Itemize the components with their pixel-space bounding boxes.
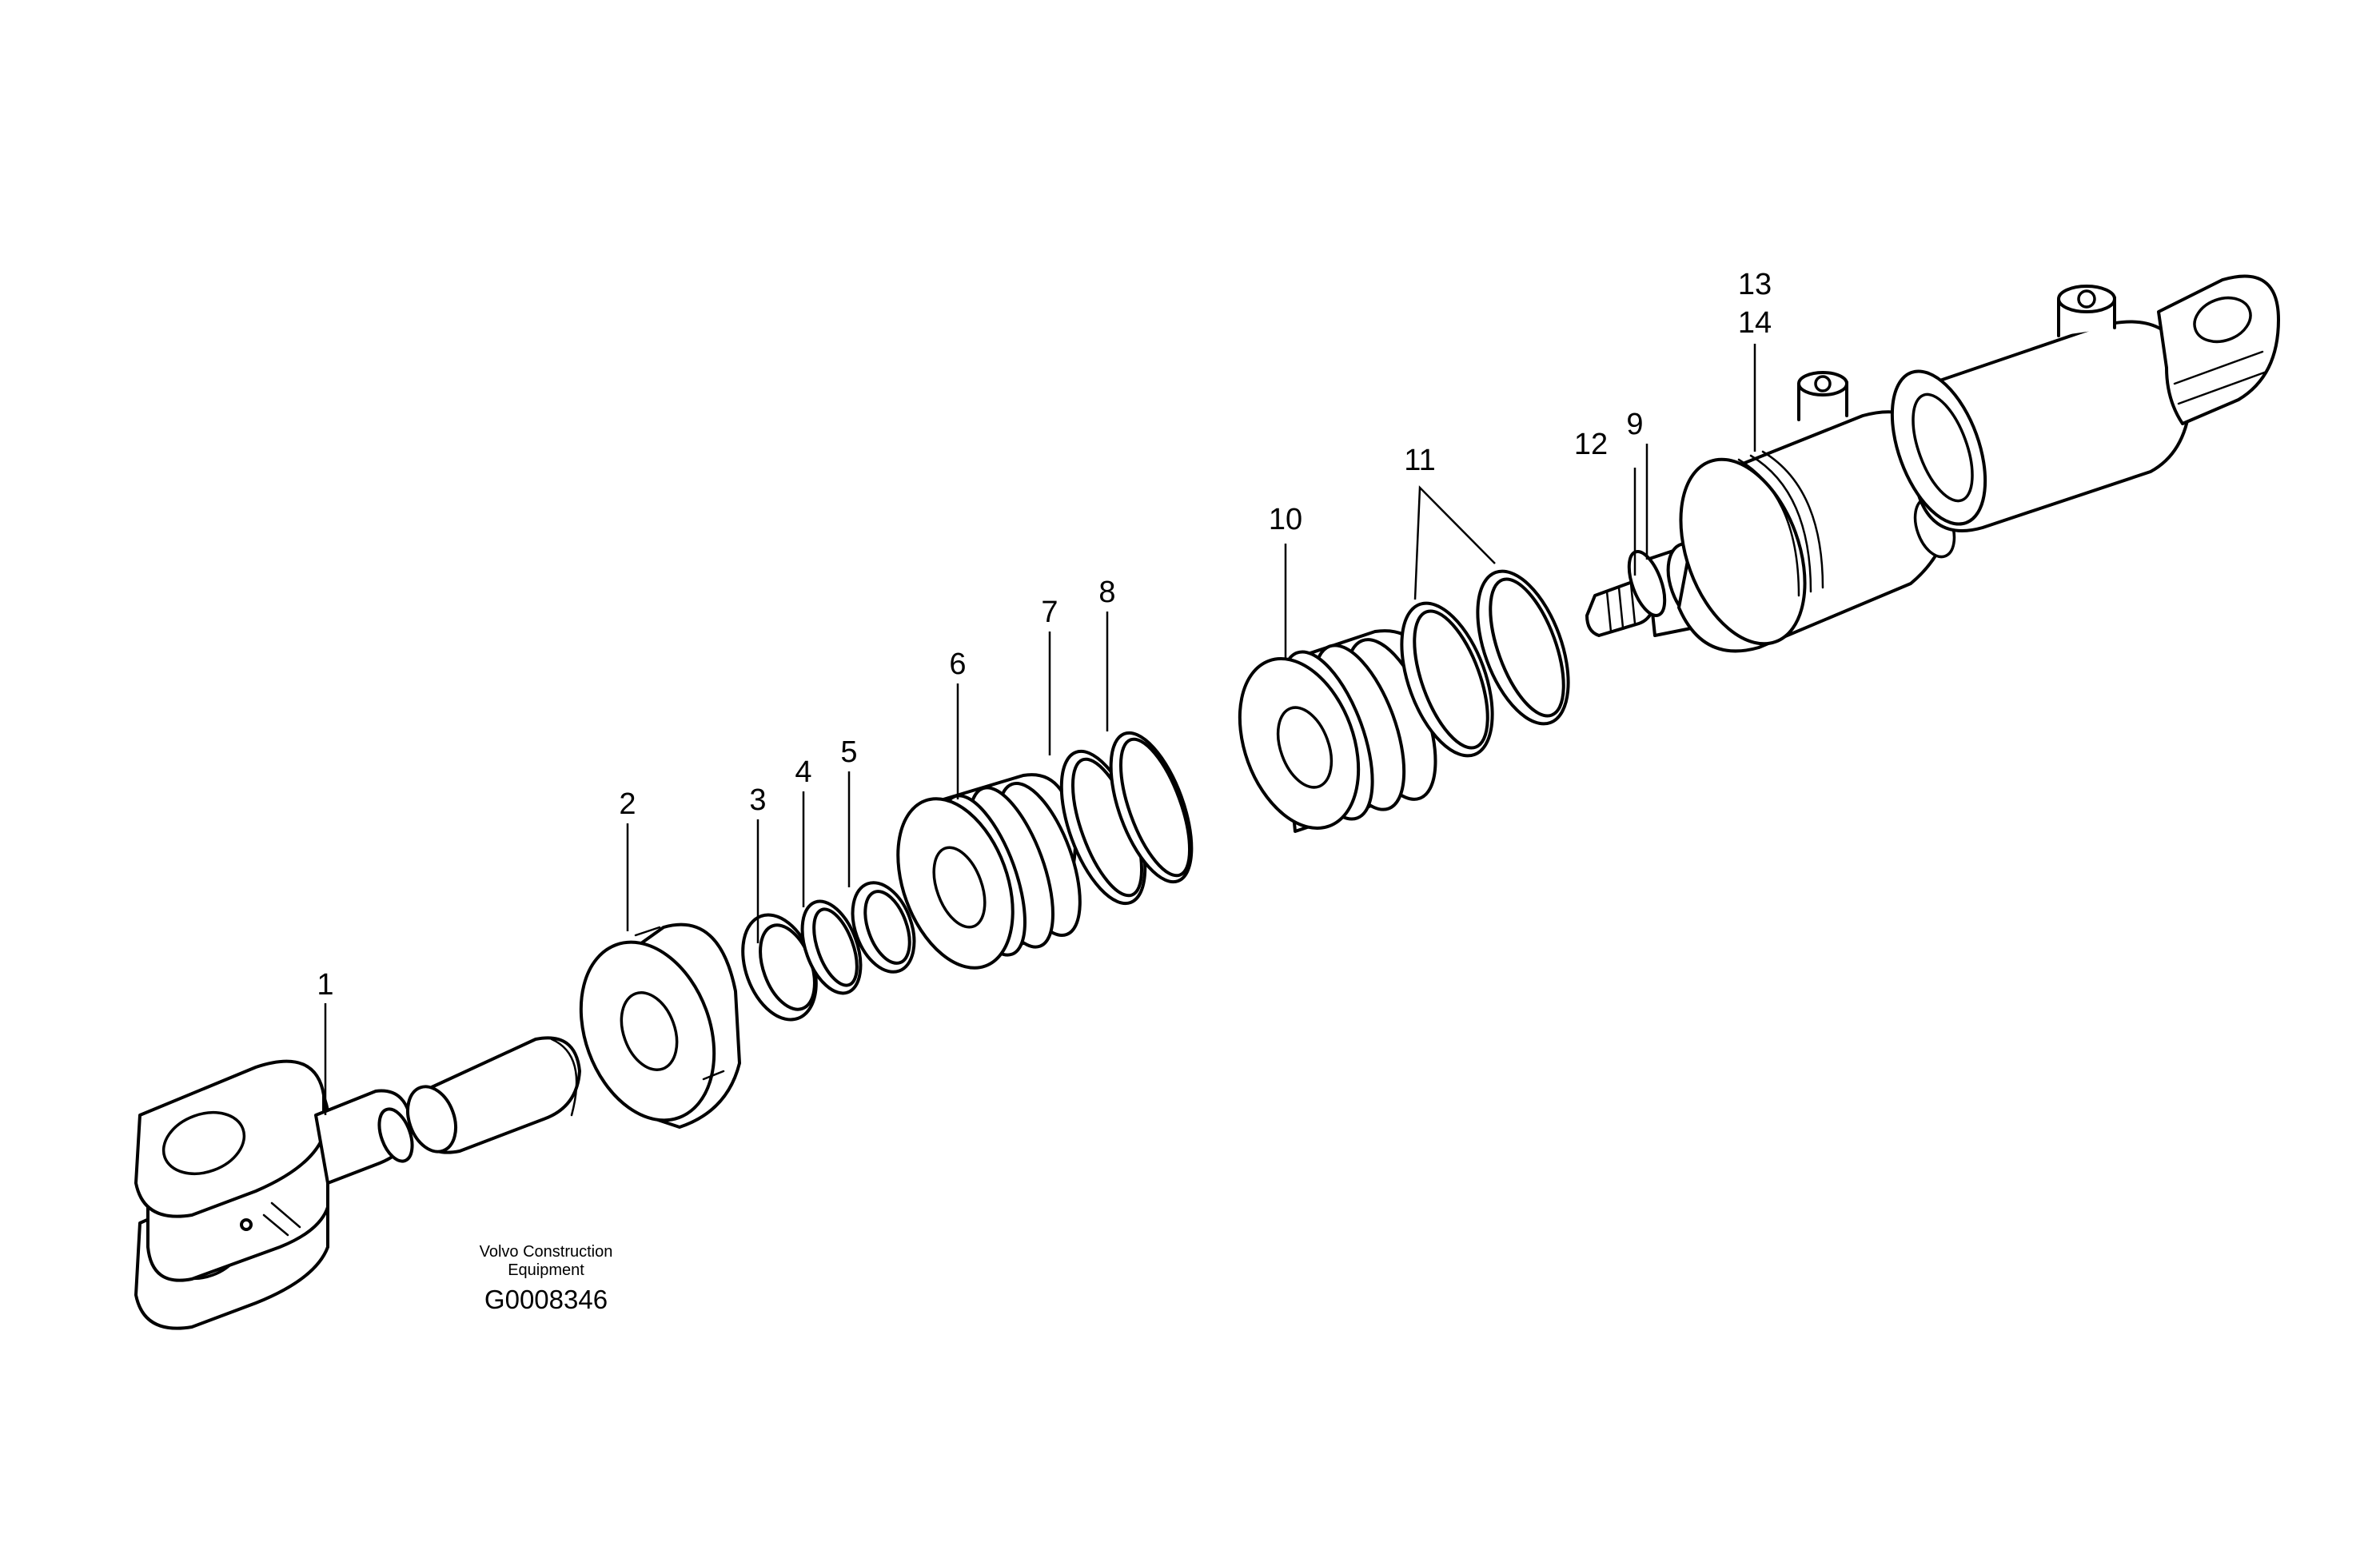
callout-1: 1 bbox=[317, 968, 333, 1002]
credit-division: Equipment bbox=[508, 1261, 584, 1279]
part-2-nut bbox=[579, 922, 741, 1129]
callout-8: 8 bbox=[1098, 576, 1115, 609]
figure-code: G0008346 bbox=[484, 1285, 608, 1314]
part-11-rings bbox=[1400, 569, 1570, 758]
callout-3: 3 bbox=[749, 783, 766, 817]
callout-12: 12 bbox=[1574, 428, 1608, 461]
callout-13: 13 bbox=[1738, 268, 1772, 301]
callout-10: 10 bbox=[1269, 503, 1302, 536]
part-7-ring bbox=[1059, 749, 1147, 906]
pin bbox=[406, 1036, 581, 1154]
callout-5: 5 bbox=[840, 735, 857, 769]
part-6-gland bbox=[896, 773, 1082, 970]
part-8-ring bbox=[1109, 731, 1194, 884]
part-4-ring bbox=[800, 899, 863, 995]
callout-14: 14 bbox=[1738, 306, 1772, 340]
credit-block: Volvo Construction Equipment G0008346 bbox=[480, 1243, 613, 1314]
credit-company: Volvo Construction bbox=[480, 1243, 613, 1261]
callout-4: 4 bbox=[795, 755, 811, 789]
part-5-ring bbox=[851, 881, 916, 974]
part-1-clevis bbox=[134, 1059, 414, 1330]
callout-labels: 1 2 3 4 5 6 7 8 9 10 11 12 13 14 bbox=[317, 268, 1772, 1002]
callout-2: 2 bbox=[619, 787, 636, 821]
callout-9: 9 bbox=[1626, 408, 1643, 441]
callout-7: 7 bbox=[1041, 596, 1058, 629]
leader-lines bbox=[324, 344, 1756, 1115]
callout-11: 11 bbox=[1404, 444, 1435, 477]
part-13-14-cylinder bbox=[1677, 274, 2280, 653]
part-10-piston bbox=[1238, 629, 1437, 833]
callout-6: 6 bbox=[949, 648, 966, 681]
